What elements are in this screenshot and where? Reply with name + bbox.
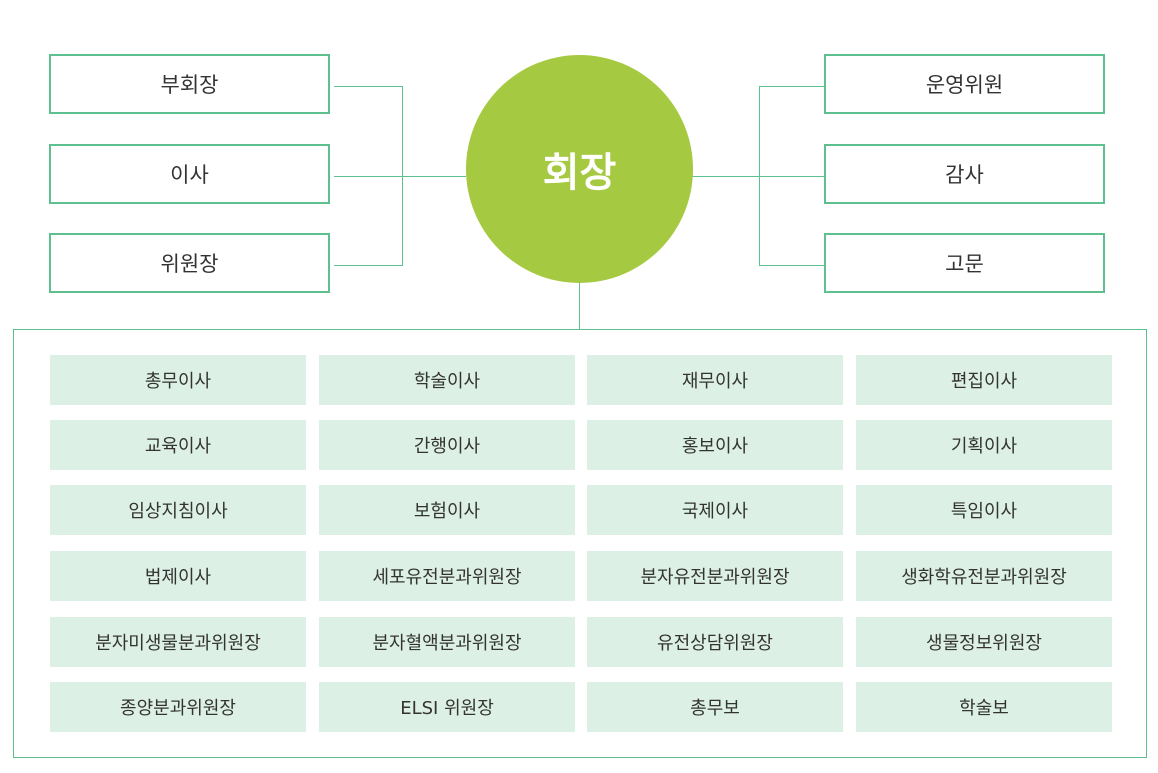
- board-member-label: 유전상담위원장: [657, 633, 773, 654]
- connector-line: [759, 265, 825, 266]
- board-member-cell: 보험이사: [319, 485, 575, 535]
- board-member-label: 홍보이사: [681, 436, 749, 457]
- role-label: 운영위원: [925, 73, 1004, 97]
- board-member-cell: 법제이사: [50, 551, 306, 601]
- board-member-cell: 학술이사: [319, 355, 575, 405]
- connector-line: [334, 265, 403, 266]
- board-member-cell: 분자미생물분과위원장: [50, 617, 306, 667]
- connector-line: [579, 280, 580, 330]
- board-member-label: 생물정보위원장: [926, 633, 1042, 654]
- connector-line: [334, 176, 466, 177]
- board-member-cell: 국제이사: [587, 485, 843, 535]
- connector-line: [759, 86, 825, 87]
- board-panel: [13, 329, 1147, 758]
- board-member-cell: 특임이사: [856, 485, 1112, 535]
- role-label: 부회장: [160, 73, 219, 97]
- board-member-label: 학술이사: [413, 371, 481, 392]
- board-member-cell: ELSI 위원장: [319, 682, 575, 732]
- board-member-label: ELSI 위원장: [400, 698, 494, 719]
- board-member-cell: 재무이사: [587, 355, 843, 405]
- board-member-label: 교육이사: [144, 436, 212, 457]
- board-member-label: 임상지침이사: [128, 501, 228, 522]
- role-box-chairperson: 위원장: [49, 233, 330, 293]
- board-member-label: 법제이사: [144, 567, 212, 588]
- board-member-cell: 홍보이사: [587, 420, 843, 470]
- board-member-label: 분자혈액분과위원장: [372, 633, 522, 654]
- role-box-vice-president: 부회장: [49, 54, 330, 114]
- connector-line: [692, 176, 825, 177]
- board-member-label: 생화학유전분과위원장: [901, 567, 1067, 588]
- role-box-director: 이사: [49, 144, 330, 204]
- board-member-cell: 세포유전분과위원장: [319, 551, 575, 601]
- role-box-advisor: 고문: [824, 233, 1105, 293]
- board-member-cell: 교육이사: [50, 420, 306, 470]
- board-member-cell: 기획이사: [856, 420, 1112, 470]
- role-label: 고문: [945, 252, 984, 276]
- board-member-label: 학술보: [959, 698, 1009, 719]
- board-member-cell: 총무보: [587, 682, 843, 732]
- board-member-label: 종양분과위원장: [120, 698, 236, 719]
- role-label: 이사: [170, 163, 209, 187]
- board-member-label: 간행이사: [413, 436, 481, 457]
- board-member-cell: 분자유전분과위원장: [587, 551, 843, 601]
- board-member-label: 분자미생물분과위원장: [95, 633, 261, 654]
- board-member-cell: 생물정보위원장: [856, 617, 1112, 667]
- board-member-cell: 생화학유전분과위원장: [856, 551, 1112, 601]
- board-member-label: 편집이사: [950, 371, 1018, 392]
- board-member-label: 총무보: [690, 698, 740, 719]
- board-member-label: 기획이사: [950, 436, 1018, 457]
- board-member-cell: 분자혈액분과위원장: [319, 617, 575, 667]
- board-member-cell: 편집이사: [856, 355, 1112, 405]
- board-member-cell: 간행이사: [319, 420, 575, 470]
- role-box-auditor: 감사: [824, 144, 1105, 204]
- board-member-label: 특임이사: [950, 501, 1018, 522]
- president-label: 회장: [542, 150, 617, 196]
- role-label: 감사: [945, 163, 984, 187]
- board-member-cell: 임상지침이사: [50, 485, 306, 535]
- president-node: 회장: [466, 55, 693, 283]
- role-box-steering-member: 운영위원: [824, 54, 1105, 114]
- board-member-label: 총무이사: [144, 371, 212, 392]
- board-member-cell: 학술보: [856, 682, 1112, 732]
- board-member-label: 보험이사: [413, 501, 481, 522]
- board-member-cell: 유전상담위원장: [587, 617, 843, 667]
- connector-line: [334, 86, 403, 87]
- board-member-label: 세포유전분과위원장: [372, 567, 522, 588]
- board-member-label: 분자유전분과위원장: [640, 567, 790, 588]
- role-label: 위원장: [160, 252, 219, 276]
- board-member-cell: 종양분과위원장: [50, 682, 306, 732]
- board-member-label: 재무이사: [681, 371, 749, 392]
- board-member-label: 국제이사: [681, 501, 749, 522]
- board-member-cell: 총무이사: [50, 355, 306, 405]
